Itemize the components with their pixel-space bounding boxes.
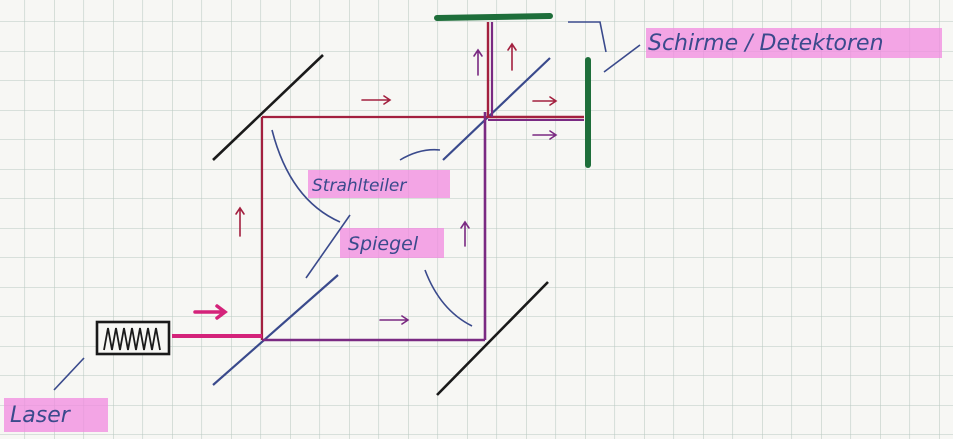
arrow-up-top-1 (473, 48, 483, 76)
arrow-laser (193, 304, 228, 320)
arrow-up-right (460, 220, 470, 247)
beam-splitter-output (442, 57, 551, 161)
label-screens: Schirme / Detektoren (648, 31, 884, 56)
arrow-up-left (235, 206, 245, 237)
laser-device (95, 320, 171, 356)
label-highlight-mirror (340, 228, 444, 258)
beam-splitter-input (212, 274, 339, 386)
arrow-up-top-2 (507, 42, 517, 71)
label-beam-splitter: Strahlteiler (312, 176, 407, 196)
mirror-bottom-right (436, 281, 549, 396)
arrow-right-upper (361, 95, 392, 105)
arrow-right-lower (379, 315, 410, 325)
label-mirror: Spiegel (348, 233, 419, 255)
mirror-top-left (212, 54, 324, 161)
pointer-splitter-a (305, 214, 351, 279)
pointer-screens-a (568, 21, 607, 53)
direction-arrows (193, 42, 558, 325)
pointer-splitter-b (399, 148, 441, 161)
detector-top (434, 13, 553, 21)
label-highlight-screens (646, 28, 942, 58)
label-highlight-laser (4, 398, 108, 432)
label-laser: Laser (10, 403, 72, 428)
arrow-right-out-2 (532, 130, 558, 140)
pointer-mirror-a (271, 129, 341, 223)
pointer-lines (53, 21, 641, 391)
pointer-mirror-b (424, 269, 473, 327)
pointer-laser (53, 357, 85, 391)
arrow-right-out-1 (532, 96, 558, 106)
label-highlight-beam-splitter (308, 170, 450, 198)
pointer-screens-b (603, 44, 641, 73)
